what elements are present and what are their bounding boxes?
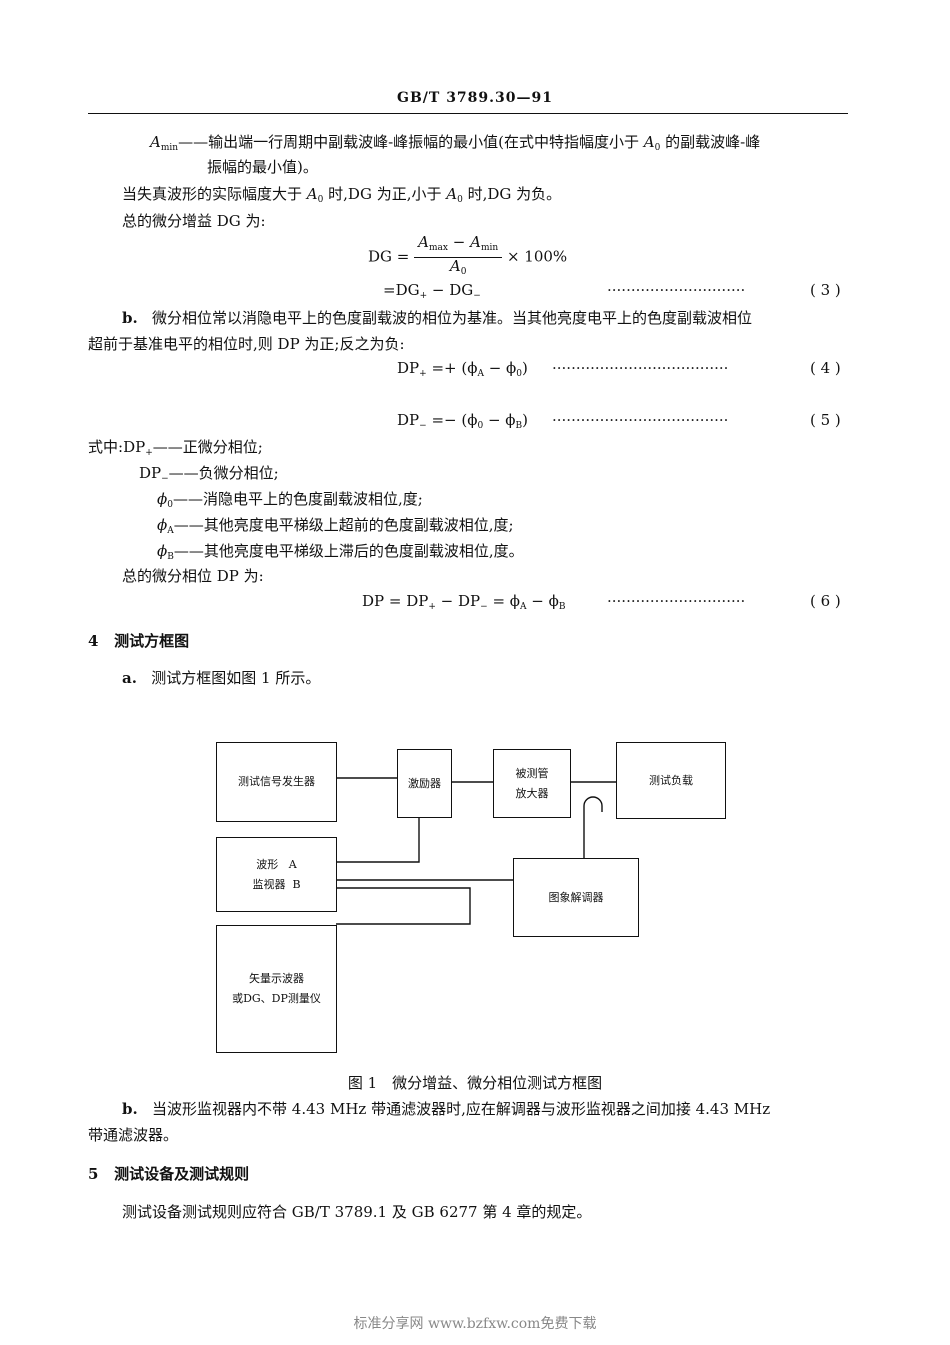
eq3-number: ( 3 ): [810, 281, 841, 299]
para-b2: b. 当波形监视器内不带 4.43 MHz 带通滤波器时,应在解调器与波形监视器…: [122, 1100, 771, 1118]
eq-dg: DG = Amax − Amin A0 × 100%: [368, 234, 567, 281]
box-test-signal-generator: 测试信号发生器: [216, 742, 337, 822]
eq5-number: ( 5 ): [810, 411, 841, 429]
para-b: b. 微分相位常以消隐电平上的色度副载波的相位为基准。当其他亮度电平上的色度副载…: [122, 309, 753, 327]
dp-intro: 总的微分相位 DP 为:: [122, 567, 264, 585]
header-rule: [88, 113, 848, 114]
where-dp-plus: 式中:DP+——正微分相位;: [88, 438, 263, 458]
figure-caption: 图 1 微分增益、微分相位测试方框图: [347, 1074, 603, 1092]
eq6-leader: ·····························: [607, 592, 746, 610]
box-test-load: 测试负载: [616, 742, 726, 819]
section-5-text: 测试设备测试规则应符合 GB/T 3789.1 及 GB 6277 第 4 章的…: [122, 1203, 592, 1221]
eq-dg-fraction: Amax − Amin A0: [414, 234, 503, 281]
section-5-heading: 5 测试设备及测试规则: [88, 1165, 250, 1183]
footer-watermark: 标准分享网 www.bzfxw.com免费下载: [353, 1316, 597, 1332]
standard-number: GB/T 3789.30—91: [397, 90, 553, 106]
para-b-cont: 超前于基准电平的相位时,则 DP 为正;反之为负:: [88, 335, 405, 353]
box-exciter: 激励器: [397, 749, 452, 818]
eq6: DP = DP+ − DP− = ϕA − ϕB: [362, 592, 566, 612]
eq4-number: ( 4 ): [810, 359, 841, 377]
box-picture-demodulator: 图象解调器: [513, 858, 639, 937]
eq3-leader: ·····························: [607, 281, 746, 299]
section-4-heading: 4 测试方框图: [88, 632, 190, 650]
eq4: DP+ =+ (ϕA − ϕ0): [397, 359, 528, 379]
where-phiB: ϕB——其他亮度电平梯级上滞后的色度副载波相位,度。: [157, 542, 524, 562]
where-phiA: ϕA——其他亮度电平梯级上超前的色度副载波相位,度;: [157, 516, 514, 536]
eq4-leader: ·····································: [552, 359, 729, 377]
box-vectorscope: 矢量示波器或DG、DP测量仪: [216, 925, 337, 1053]
eq6-number: ( 6 ): [810, 592, 841, 610]
amin-definition-cont: 振幅的最小值)。: [207, 158, 318, 176]
eq-dg-line2: =DG+ − DG−: [383, 281, 481, 301]
section-4a: a. 测试方框图如图 1 所示。: [122, 669, 321, 687]
sign-rule: 当失真波形的实际幅度大于 A0 时,DG 为正,小于 A0 时,DG 为负。: [122, 185, 562, 205]
where-phi0: ϕ0——消隐电平上的色度副载波相位,度;: [157, 490, 423, 510]
box-device-under-test: 被测管放大器: [493, 749, 571, 818]
dg-intro: 总的微分增益 DG 为:: [122, 212, 266, 230]
where-dp-minus: DP−——负微分相位;: [139, 464, 279, 484]
para-b2-cont: 带通滤波器。: [88, 1126, 179, 1144]
amin-definition: Amin——输出端一行周期中副载波峰-峰振幅的最小值(在式中特指幅度小于 A0 …: [150, 133, 761, 153]
eq5-leader: ·····································: [552, 411, 729, 429]
eq5: DP− =− (ϕ0 − ϕB): [397, 411, 528, 431]
box-waveform-monitor: 波形 A 监视器 B: [216, 837, 337, 912]
